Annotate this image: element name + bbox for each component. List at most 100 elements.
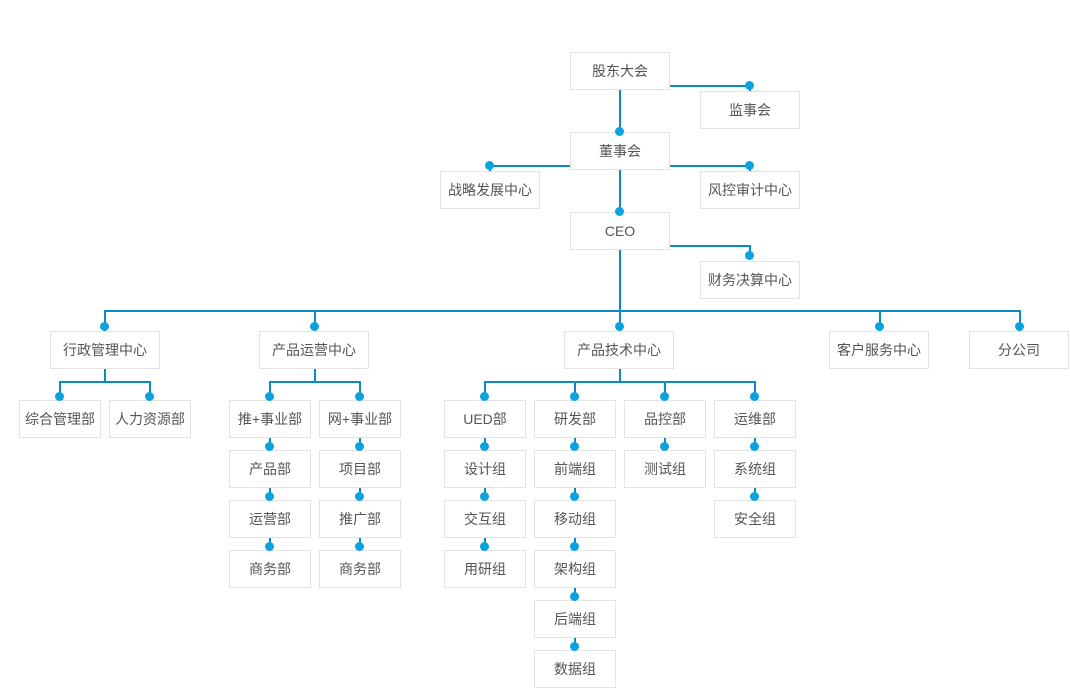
dot-product-operation-center (310, 322, 319, 331)
dot-rnd-dept (570, 392, 579, 401)
connector-ceo-to-bus-v (619, 250, 621, 312)
dot-finance-settlement-center (745, 251, 754, 260)
node-rnd-dept[interactable]: 研发部 (534, 400, 616, 438)
node-system-group[interactable]: 系统组 (714, 450, 796, 488)
node-operation-dept[interactable]: 运营部 (229, 500, 311, 538)
bus-product-technology-children (484, 381, 755, 383)
dot-interaction-group (480, 492, 489, 501)
node-architecture-group[interactable]: 架构组 (534, 550, 616, 588)
dot-product-technology-center (615, 322, 624, 331)
drop-tui-business-unit (269, 381, 271, 400)
node-frontend-group[interactable]: 前端组 (534, 450, 616, 488)
dot-ued-dept (480, 392, 489, 401)
node-business-dept-left[interactable]: 商务部 (229, 550, 311, 588)
node-general-management-dept[interactable]: 综合管理部 (19, 400, 101, 438)
drop-ops-dept (754, 381, 756, 400)
dot-branch-company (1015, 322, 1024, 331)
drop-general-management-dept (59, 381, 61, 400)
node-shareholders-meeting[interactable]: 股东大会 (570, 52, 670, 90)
dot-customer-service-center (875, 322, 884, 331)
dot-general-management-dept (55, 392, 64, 401)
connector-board-to-risk-v (749, 165, 751, 175)
drop-human-resources-dept (149, 381, 151, 400)
node-testing-group[interactable]: 测试组 (624, 450, 706, 488)
node-promotion-dept[interactable]: 推广部 (319, 500, 401, 538)
dot-project-dept (355, 442, 364, 451)
connector-shareholders-to-board-v (619, 90, 621, 132)
node-branch-company[interactable]: 分公司 (969, 331, 1069, 369)
drop-wang-business-unit (359, 381, 361, 400)
dot-risk-control-audit-center (745, 161, 754, 170)
drop-rnd-dept (574, 381, 576, 400)
dot-user-research-group (480, 542, 489, 551)
node-wang-business-unit[interactable]: 网+事业部 (319, 400, 401, 438)
drop-branch-company (1019, 310, 1021, 331)
node-ops-dept[interactable]: 运维部 (714, 400, 796, 438)
connector-admin-stem (104, 369, 106, 382)
dot-promotion-dept (355, 492, 364, 501)
drop-customer-service-center (879, 310, 881, 331)
drop-product-technology-center (619, 310, 621, 331)
bus-admin-children (59, 381, 150, 383)
node-customer-service-center[interactable]: 客户服务中心 (829, 331, 929, 369)
node-mobile-group[interactable]: 移动组 (534, 500, 616, 538)
dot-architecture-group (570, 542, 579, 551)
node-ued-dept[interactable]: UED部 (444, 400, 526, 438)
connector-board-to-strategy-v (489, 165, 491, 175)
dot-board-of-directors (615, 127, 624, 136)
node-admin-management-center[interactable]: 行政管理中心 (50, 331, 160, 369)
drop-admin-management-center (104, 310, 106, 331)
dot-human-resources-dept (145, 392, 154, 401)
node-security-group[interactable]: 安全组 (714, 500, 796, 538)
node-tui-business-unit[interactable]: 推+事业部 (229, 400, 311, 438)
connector-ceo-to-finance-v (749, 245, 751, 255)
node-ceo[interactable]: CEO (570, 212, 670, 250)
dot-frontend-group (570, 442, 579, 451)
node-data-group[interactable]: 数据组 (534, 650, 616, 688)
connector-shareholders-to-supervisors-v (749, 85, 751, 95)
dot-business-dept-right (355, 542, 364, 551)
connector-product-technology-stem (619, 369, 621, 382)
connector-ceo-to-finance-h (670, 245, 750, 247)
dot-data-group (570, 642, 579, 651)
dot-ops-dept (750, 392, 759, 401)
drop-ued-dept (484, 381, 486, 400)
node-board-of-directors[interactable]: 董事会 (570, 132, 670, 170)
node-board-of-supervisors[interactable]: 监事会 (700, 91, 800, 129)
dot-wang-business-unit (355, 392, 364, 401)
connector-product-operation-stem (314, 369, 316, 382)
dot-mobile-group (570, 492, 579, 501)
drop-product-operation-center (314, 310, 316, 331)
connector-board-to-risk-h (670, 165, 750, 167)
bus-level4 (104, 310, 1020, 312)
node-design-group[interactable]: 设计组 (444, 450, 526, 488)
node-interaction-group[interactable]: 交互组 (444, 500, 526, 538)
node-project-dept[interactable]: 项目部 (319, 450, 401, 488)
node-user-research-group[interactable]: 用研组 (444, 550, 526, 588)
connector-shareholders-to-supervisors-h (670, 85, 750, 87)
dot-admin-management-center (100, 322, 109, 331)
dot-backend-group (570, 592, 579, 601)
dot-system-group (750, 442, 759, 451)
dot-board-of-supervisors (745, 81, 754, 90)
node-risk-control-audit-center[interactable]: 风控审计中心 (700, 171, 800, 209)
node-business-dept-right[interactable]: 商务部 (319, 550, 401, 588)
dot-qc-dept (660, 392, 669, 401)
node-human-resources-dept[interactable]: 人力资源部 (109, 400, 191, 438)
dot-testing-group (660, 442, 669, 451)
node-product-operation-center[interactable]: 产品运营中心 (259, 331, 369, 369)
node-backend-group[interactable]: 后端组 (534, 600, 616, 638)
node-product-technology-center[interactable]: 产品技术中心 (564, 331, 674, 369)
connector-board-to-strategy-h (489, 165, 570, 167)
dot-design-group (480, 442, 489, 451)
dot-business-dept-left (265, 542, 274, 551)
bus-product-operation-children (269, 381, 360, 383)
node-strategy-development-center[interactable]: 战略发展中心 (440, 171, 540, 209)
node-finance-settlement-center[interactable]: 财务决算中心 (700, 261, 800, 299)
dot-ceo (615, 207, 624, 216)
connector-board-to-ceo-v (619, 170, 621, 212)
node-qc-dept[interactable]: 品控部 (624, 400, 706, 438)
dot-tui-business-unit (265, 392, 274, 401)
dot-strategy-development-center (485, 161, 494, 170)
node-product-dept[interactable]: 产品部 (229, 450, 311, 488)
